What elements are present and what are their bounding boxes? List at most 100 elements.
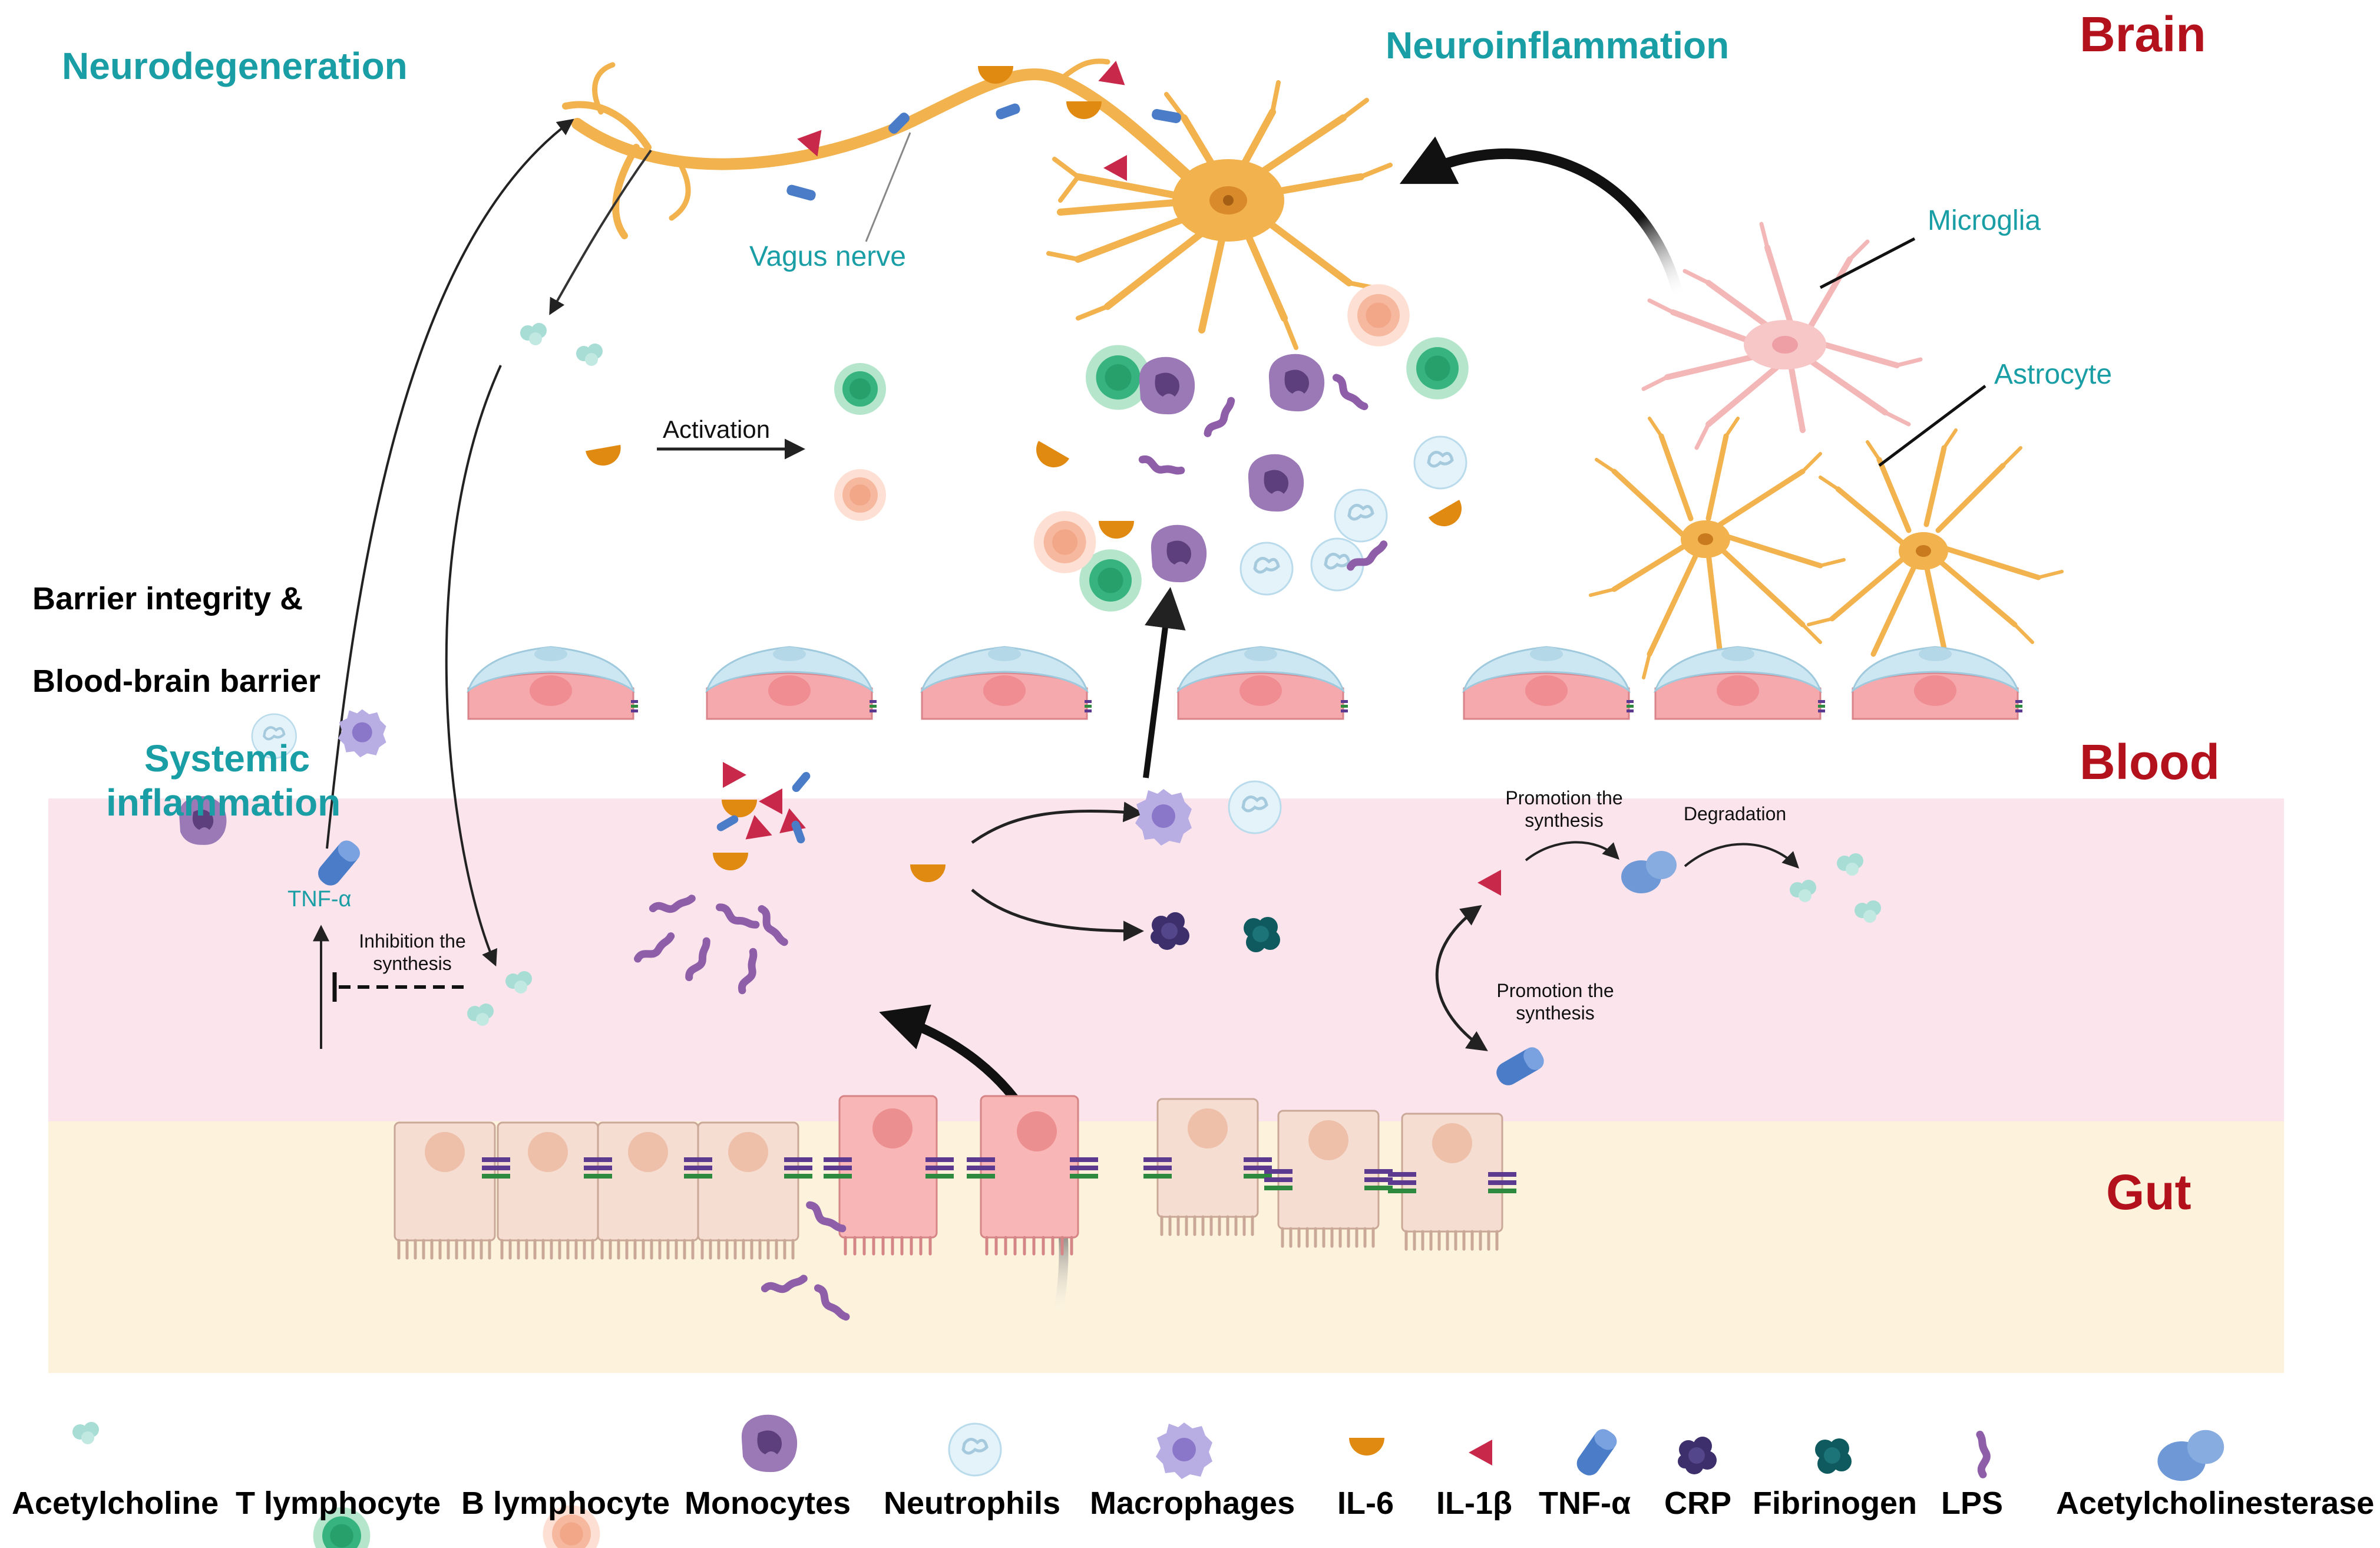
vagus-nerve [562, 58, 1214, 239]
tight-junction [1264, 1169, 1293, 1190]
neutrophil-cell [1229, 781, 1281, 833]
endothelial-cell [1177, 646, 1349, 720]
blood-region-label: Blood [2080, 734, 2220, 790]
neutrophil-icon [949, 1424, 1001, 1476]
tight-junction [1244, 1157, 1272, 1179]
promotion-lower-arrow [1435, 905, 1488, 1051]
il1b-particle [723, 762, 746, 788]
lps-icon [1968, 1434, 1996, 1474]
lps-particle [1142, 447, 1181, 483]
neuroinflammation-arrow [1399, 136, 1684, 299]
legend-label-tnf-alpha: TNF-α [1539, 1486, 1631, 1521]
tight-junction [1388, 1172, 1416, 1193]
legend-label-t-lymphocyte: T lymphocyte [236, 1486, 441, 1521]
b-lymphocyte-cell [1347, 284, 1410, 346]
neuroinflammation-heading: Neuroinflammation [1386, 24, 1730, 67]
il6-to-acute-phase-arrow [971, 889, 1144, 942]
systemic-inflammation-line1: Systemic [144, 737, 310, 780]
astrocyte-cell-right [1807, 428, 2064, 657]
astrocyte-nucleus-right [1916, 545, 1931, 557]
promotion-lower-label: Promotion the synthesis [1496, 980, 1614, 1024]
inhibition-label: Inhibition the synthesis [359, 930, 466, 974]
tight-junction [925, 1157, 954, 1179]
vagus-efferent-arrow [549, 149, 652, 315]
monocyte-cell [1248, 454, 1304, 512]
acetylcholine-particle [520, 323, 547, 345]
endothelial-cell [706, 646, 878, 720]
il1b-particle [1093, 61, 1125, 94]
blood-band [48, 798, 2284, 1121]
legend-label-acetylcholinesterase: Acetylcholinesterase [2056, 1486, 2375, 1521]
il6-particle [1030, 441, 1069, 474]
damaged-enterocyte [838, 1095, 938, 1256]
il1b-particle [1103, 155, 1127, 181]
promotion-upper-label: Promotion the synthesis [1505, 787, 1623, 831]
degradation-arrow [1684, 843, 1799, 869]
il6-particle [1066, 101, 1102, 119]
tight-junction [482, 1157, 510, 1179]
tnf-alpha-particle [792, 772, 811, 792]
legend-label-neutrophils: Neutrophils [884, 1486, 1061, 1521]
macrophage-icon [1156, 1422, 1212, 1479]
legend-label-il1b: IL-1β [1436, 1486, 1512, 1521]
tight-junction [1488, 1172, 1516, 1193]
monocyte-cell [1151, 524, 1207, 583]
tnf-alpha-particle [1152, 109, 1181, 123]
il1b-icon [1469, 1440, 1492, 1466]
microglia-cell [1641, 222, 1923, 450]
enterocyte-cell [598, 1123, 698, 1258]
b-lymphocyte-cell [834, 469, 886, 521]
enterocyte-cell [1158, 1099, 1258, 1235]
il6-to-immune-arrow [971, 801, 1144, 844]
astrocyte-label: Astrocyte [1994, 359, 2113, 390]
macrophage-cell [338, 709, 386, 758]
neutrophil-cell [1335, 490, 1387, 542]
enterocyte-cell [498, 1123, 598, 1258]
il6-particle [1099, 521, 1134, 539]
endothelial-cell [1463, 646, 1635, 720]
barrier-heading-line1: Barrier integrity & [32, 581, 303, 616]
monocyte-cell [1139, 357, 1195, 415]
vagus-leader-line [865, 132, 911, 242]
acetylcholine-icon [72, 1422, 99, 1444]
damaged-enterocyte [980, 1095, 1079, 1256]
brain-region-label: Brain [2080, 6, 2206, 62]
tnf-alpha-label: TNF-α [287, 887, 352, 912]
fibrinogen-icon [1815, 1438, 1852, 1474]
cholinergic-arrow [445, 365, 502, 967]
gut-region-label: Gut [2106, 1164, 2191, 1220]
astrocyte-leader-line [1878, 385, 1986, 467]
legend-label-lps: LPS [1941, 1486, 2004, 1521]
acetylcholinesterase-icon [2157, 1430, 2224, 1481]
acetylcholine-particle [576, 344, 603, 366]
legend-label-macrophages: Macrophages [1090, 1486, 1295, 1521]
endothelial-cell [467, 646, 639, 720]
tnf-alpha-particle [791, 820, 805, 844]
enterocyte-cell [1402, 1114, 1502, 1249]
vagus-nerve-label: Vagus nerve [749, 241, 906, 272]
legend-label-il6: IL-6 [1337, 1486, 1394, 1521]
microglia-nucleus [1772, 336, 1798, 354]
legend-label-b-lymphocyte: B lymphocyte [461, 1486, 670, 1521]
neutrophil-cell [1414, 437, 1466, 489]
astrocyte-cell-left [1589, 417, 1846, 679]
legend-label-fibrinogen: Fibrinogen [1753, 1486, 1917, 1521]
legend-label-acetylcholine: Acetylcholine [12, 1486, 219, 1521]
endothelial-cell [921, 646, 1093, 720]
lps-particle [1199, 401, 1239, 433]
tnf-alpha-particle [716, 815, 739, 831]
neuron-nucleolus [1223, 195, 1234, 206]
monocyte-icon [741, 1414, 798, 1473]
tight-junction [824, 1157, 852, 1179]
enterocyte-cell [698, 1123, 798, 1258]
tight-junction [584, 1157, 612, 1179]
legend-label-crp: CRP [1664, 1486, 1732, 1521]
tight-junction [1070, 1157, 1098, 1179]
il6-particle [586, 444, 624, 468]
tnf-alpha-particle [888, 113, 910, 134]
tnf-alpha-icon [1572, 1425, 1621, 1480]
fibrinogen-particle [1244, 917, 1280, 952]
systemic-inflammation-line2: inflammation [106, 781, 341, 824]
microglia-leader-line [1819, 237, 1916, 289]
